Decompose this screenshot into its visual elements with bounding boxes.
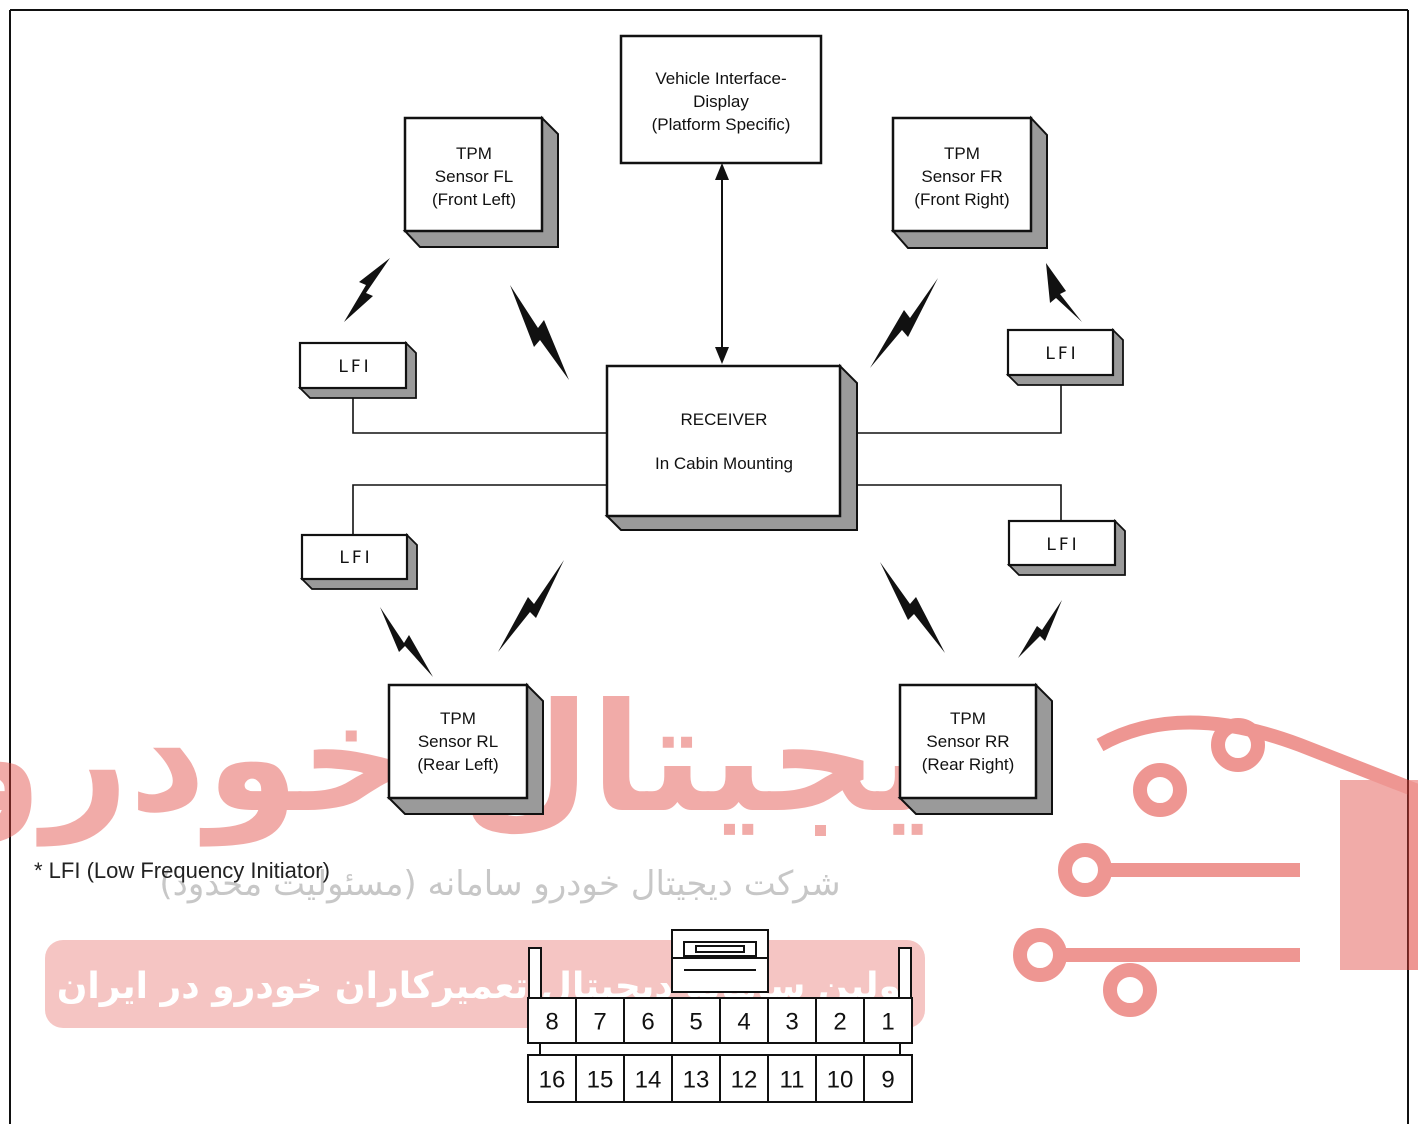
sensor-fl-line-3: (Front Left) <box>432 190 516 209</box>
watermark-sub-text: شرکت دیجیتال خودرو سامانه (مسئولیت محدود… <box>159 864 840 904</box>
pin-number: 9 <box>881 1067 894 1094</box>
sensor-rl-line-2: Sensor RL <box>418 732 498 751</box>
lightning-bolt-icon <box>1046 263 1082 322</box>
tpm-sensor-rr-box: TPM Sensor RR (Rear Right) <box>897 682 1053 815</box>
pin-number: 14 <box>635 1067 662 1094</box>
lfi-box-rear-right: LFI <box>1006 518 1126 576</box>
lfi-label-front-right: LFI <box>1045 344 1078 364</box>
pin-number: 8 <box>545 1009 558 1036</box>
lfi-box-front-left: LFI <box>297 340 417 399</box>
connector-left-post <box>528 947 542 999</box>
receiver-title: RECEIVER <box>681 410 768 429</box>
pin-number: 13 <box>683 1067 710 1094</box>
sensor-fl-line-1: TPM <box>456 144 492 163</box>
pin-number: 15 <box>587 1067 614 1094</box>
lightning-bolt-icon <box>870 278 938 368</box>
display-line-1: Vehicle Interface- <box>655 69 786 88</box>
lfi-box-front-right: LFI <box>1005 327 1124 386</box>
connection-lines <box>352 383 1062 537</box>
lightning-bolt-icon <box>498 560 564 652</box>
pin-number: 5 <box>689 1009 702 1036</box>
lfi-label-front-left: LFI <box>338 357 371 377</box>
sensor-rl-line-1: TPM <box>440 709 476 728</box>
sensor-fr-line-3: (Front Right) <box>914 190 1009 209</box>
vehicle-interface-display-box: Vehicle Interface- Display (Platform Spe… <box>619 34 823 165</box>
connector-bottom-row: 16 15 14 13 12 11 10 9 <box>539 1055 895 1102</box>
lightning-bolt-icon <box>880 562 945 653</box>
lightning-bolt-icon <box>1018 600 1062 658</box>
lfi-label-rear-right: LFI <box>1046 535 1079 555</box>
pin-number: 3 <box>785 1009 798 1036</box>
tpm-sensor-fl-box: TPM Sensor FL (Front Left) <box>402 115 559 248</box>
sensor-fr-line-1: TPM <box>944 144 980 163</box>
lightning-bolt-icon <box>380 607 433 677</box>
sensor-rr-line-2: Sensor RR <box>926 732 1009 751</box>
sensor-rr-line-1: TPM <box>950 709 986 728</box>
pin-number: 4 <box>737 1009 750 1036</box>
sensor-fl-line-2: Sensor FL <box>435 167 513 186</box>
sensor-rl-line-3: (Rear Left) <box>417 755 498 774</box>
receiver-subtitle: In Cabin Mounting <box>655 454 793 473</box>
pin-number: 7 <box>593 1009 606 1036</box>
sensor-rr-line-3: (Rear Right) <box>922 755 1015 774</box>
pin-number: 6 <box>641 1009 654 1036</box>
display-line-3: (Platform Specific) <box>652 115 791 134</box>
tpm-sensor-fr-box: TPM Sensor FR (Front Right) <box>890 115 1048 249</box>
connector-right-post <box>898 947 912 999</box>
pin-number: 12 <box>731 1067 758 1094</box>
sensor-fr-line-2: Sensor FR <box>921 167 1002 186</box>
display-receiver-arrow <box>715 163 729 364</box>
lightning-bolt-icon <box>510 285 569 380</box>
tpm-sensor-rl-box: TPM Sensor RL (Rear Left) <box>386 682 544 815</box>
lfi-footnote: * LFI (Low Frequency Initiator) <box>34 858 330 883</box>
connector-top-row: 8 7 6 5 4 3 2 1 <box>545 998 895 1043</box>
wireless-signals <box>344 258 1082 677</box>
lightning-bolt-icon <box>344 258 390 322</box>
pin-number: 1 <box>881 1009 894 1036</box>
connector-latch <box>671 929 769 993</box>
display-line-2: Display <box>693 92 749 111</box>
pin-number: 11 <box>780 1067 805 1094</box>
lfi-box-rear-left: LFI <box>299 532 418 590</box>
receiver-box: RECEIVER In Cabin Mounting <box>604 363 858 531</box>
watermark-car-logo <box>1013 715 1418 1017</box>
pin-number: 16 <box>539 1067 566 1094</box>
pin-number: 2 <box>833 1009 846 1036</box>
pin-number: 10 <box>827 1067 854 1094</box>
lfi-label-rear-left: LFI <box>339 548 372 568</box>
